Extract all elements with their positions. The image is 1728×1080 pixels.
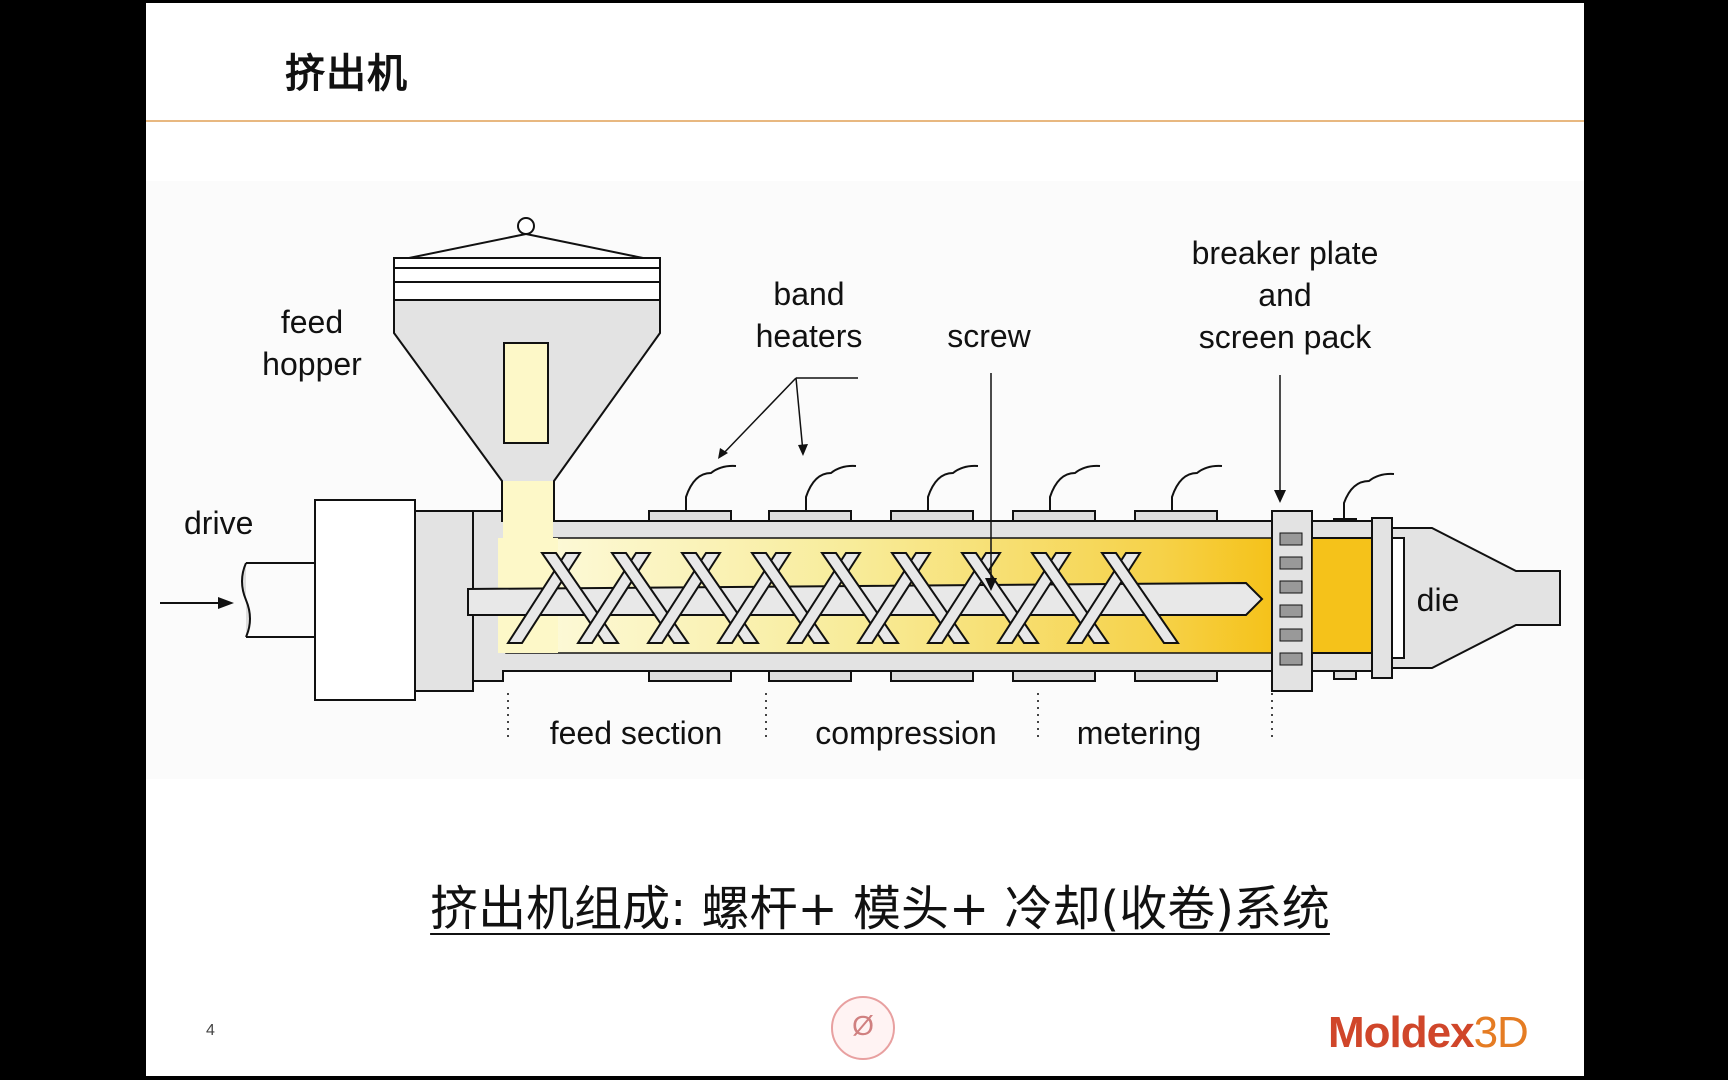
label-hopper: hopper <box>262 346 362 382</box>
label-heaters: heaters <box>756 318 863 354</box>
logo-text: Moldex <box>1328 1008 1475 1057</box>
label-drive: drive <box>184 505 253 541</box>
mic-off-icon: Ø <box>852 1010 874 1041</box>
breaker-plate <box>1271 510 1373 692</box>
section-dividers <box>507 693 1273 738</box>
drive-coupling <box>414 510 474 692</box>
gearbox <box>314 499 416 701</box>
hopper-throat <box>503 481 553 538</box>
hopper-ring <box>517 217 535 235</box>
label-compression: compression <box>815 715 996 751</box>
mute-microphone-button[interactable]: Ø <box>831 996 895 1060</box>
melt-pool <box>1311 537 1373 654</box>
label-breaker-plate: breaker plate <box>1192 235 1379 271</box>
screw-flights <box>506 552 1180 644</box>
die <box>1371 517 1561 679</box>
leader-arrowheads <box>718 444 1286 591</box>
drive-arrow-head <box>218 597 234 609</box>
slide-caption: 挤出机组成: 螺杆+ 模头+ 冷却(收卷)系统 <box>430 881 1330 937</box>
label-screen-pack: screen pack <box>1199 319 1373 355</box>
label-feed-section: feed section <box>550 715 723 751</box>
label-band: band <box>773 276 844 312</box>
logo-3d-text: 3D <box>1473 1008 1529 1057</box>
title-divider <box>146 120 1584 122</box>
heater-wires <box>685 464 1395 519</box>
label-metering: metering <box>1077 715 1202 751</box>
slide-title: 挤出机 <box>285 51 408 97</box>
label-screw: screw <box>947 318 1031 354</box>
moldex3d-logo: Moldex3D <box>1328 1008 1529 1058</box>
screw <box>467 552 1264 644</box>
extruder-diagram: feed hopper drive band heaters screw bre… <box>160 217 1561 751</box>
shaft-break <box>241 562 251 638</box>
label-die: die <box>1417 582 1460 618</box>
hopper-window <box>503 342 549 444</box>
page-number: 4 <box>206 1022 215 1039</box>
feed-hopper <box>393 217 661 538</box>
leader-lines <box>720 373 1281 581</box>
die-flange <box>1371 517 1393 679</box>
label-feed: feed <box>281 304 343 340</box>
drive-assembly <box>160 499 474 701</box>
band-heaters <box>648 510 1357 682</box>
label-and: and <box>1258 277 1311 313</box>
slide: 挤出机 <box>146 3 1584 1076</box>
hopper-lid <box>393 257 661 269</box>
die-body <box>1391 527 1561 669</box>
